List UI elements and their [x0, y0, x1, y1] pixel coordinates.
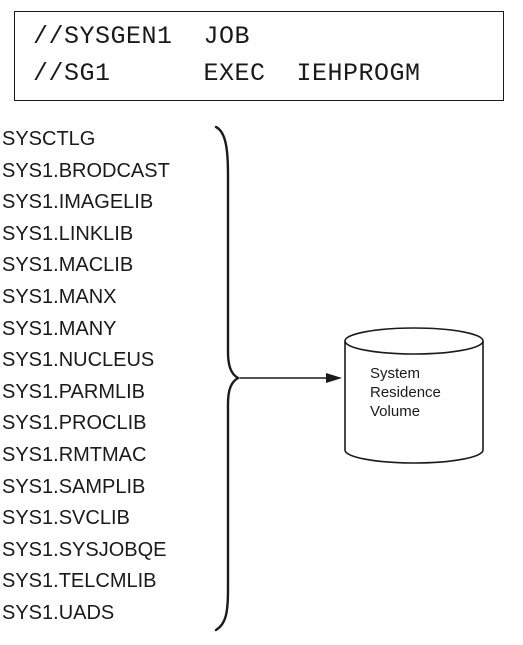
system-residence-volume-label: System Residence Volume [370, 364, 460, 421]
disk-cylinder-icon [344, 327, 484, 464]
dataset-item: SYS1.SYSJOBQE [2, 538, 167, 561]
dataset-list: SYSCTLG SYS1.BRODCAST SYS1.IMAGELIB SYS1… [2, 124, 170, 630]
label-line: Residence [370, 384, 441, 401]
dataset-item: SYS1.UADS [2, 601, 115, 624]
dataset-item: SYS1.IMAGELIB [2, 191, 154, 214]
dataset-item: SYS1.BRODCAST [2, 159, 170, 182]
dataset-item: SYS1.NUCLEUS [2, 349, 155, 372]
curly-brace [214, 125, 241, 632]
dataset-item: SYS1.TELCMLIB [2, 570, 157, 593]
label-line: Volume [370, 403, 421, 420]
dataset-item: SYS1.SAMPLIB [2, 475, 146, 498]
dataset-item: SYS1.MACLIB [2, 254, 134, 277]
dataset-item: SYS1.PARMLIB [2, 380, 146, 403]
label-line: System [370, 365, 421, 382]
dataset-item: SYS1.MANY [2, 317, 117, 340]
dataset-item: SYS1.RMTMAC [2, 443, 147, 466]
jcl-statement-box: //SYSGEN1 JOB //SG1 EXEC IEHPROGM [14, 11, 504, 101]
dataset-item: SYS1.LINKLIB [2, 222, 134, 245]
arrow-head-icon [326, 373, 342, 383]
jcl-exec-statement: //SG1 EXEC IEHPROGM [33, 59, 421, 88]
dataset-item: SYSCTLG [2, 128, 96, 150]
dataset-item: SYS1.PROCLIB [2, 412, 147, 435]
dataset-item: SYS1.SVCLIB [2, 507, 130, 530]
dataset-item: SYS1.MANX [2, 285, 117, 308]
jcl-job-statement: //SYSGEN1 JOB [33, 22, 251, 51]
